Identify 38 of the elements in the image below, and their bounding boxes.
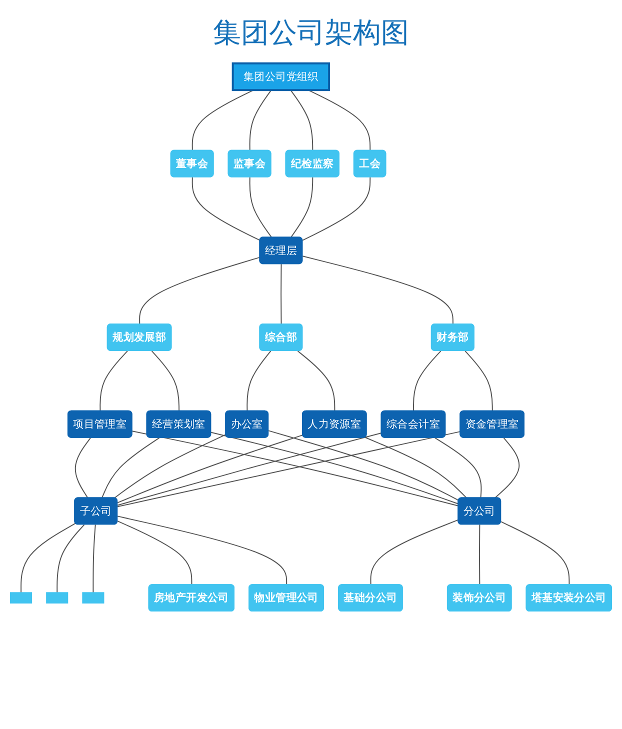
connector (100, 350, 128, 412)
connector (364, 436, 468, 498)
connector (101, 437, 160, 498)
connector (249, 176, 272, 238)
connector (117, 434, 304, 504)
connector (74, 437, 92, 498)
connector (500, 521, 570, 586)
connector (139, 256, 260, 325)
node-box: 集团公司党组织 (232, 62, 330, 92)
connector (302, 176, 371, 241)
connector (464, 350, 493, 412)
connector (478, 524, 480, 586)
connector (249, 90, 272, 152)
node-box (10, 592, 32, 604)
connector (114, 434, 226, 498)
connector (434, 437, 482, 498)
connector (192, 176, 260, 241)
connector (92, 524, 96, 593)
connector (117, 516, 288, 586)
chart-title: 集团公司架构图 (212, 15, 410, 51)
connector (268, 430, 459, 501)
connector (370, 519, 459, 586)
connector (210, 432, 459, 504)
connector (246, 350, 272, 412)
connector (302, 256, 454, 325)
connector (290, 176, 314, 238)
node-box (82, 592, 104, 604)
node-box (46, 592, 68, 604)
connector (151, 350, 180, 412)
connector (56, 524, 85, 593)
connector (280, 264, 282, 325)
connector (494, 437, 520, 498)
connector (117, 520, 192, 586)
connector (290, 90, 314, 152)
connector (413, 350, 442, 412)
connector (297, 350, 336, 412)
connector (117, 432, 382, 506)
connector (20, 522, 76, 593)
